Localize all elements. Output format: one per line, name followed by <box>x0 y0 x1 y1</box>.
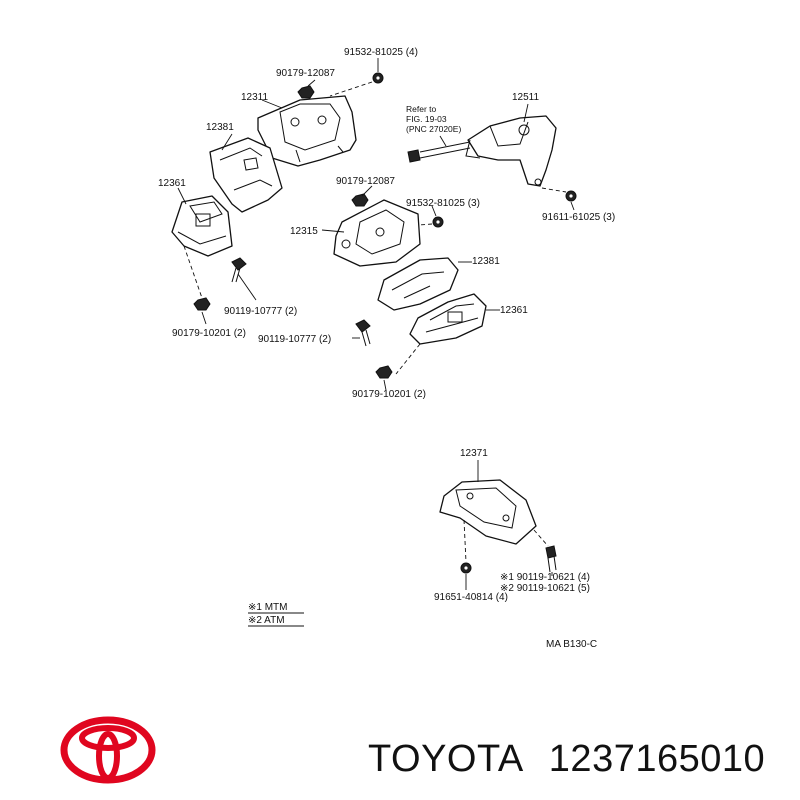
toyota-logo-icon <box>60 716 156 784</box>
refer-line-3: (PNC 27020E) <box>406 124 461 134</box>
label-90119-10777-mid: 90119-10777 (2) <box>258 334 331 345</box>
label-12371: 12371 <box>460 448 488 459</box>
nut-90179-10201-mid[interactable] <box>375 365 393 379</box>
label-12361-right: 12361 <box>500 305 528 316</box>
legend-mtm: ※1 MTM <box>248 602 288 613</box>
bolt-90119-10621[interactable] <box>545 545 557 573</box>
product-footer: TOYOTA 1237165010 <box>0 700 800 800</box>
refer-line-1: Refer to <box>406 104 437 114</box>
label-91651-40814: 91651-40814 (4) <box>434 592 508 603</box>
part-12361-left-mount[interactable] <box>171 195 233 257</box>
refer-line-2: FIG. 19-03 <box>406 114 447 124</box>
label-90119-10621-atm: ※2 90119-10621 (5) <box>500 583 590 594</box>
part-12315-bracket[interactable] <box>333 199 421 267</box>
exploded-parts-diagram: 90179-12087 91532-81025 (4) 12311 12381 … <box>158 47 615 650</box>
label-90179-10201-left: 90179-10201 (2) <box>172 328 246 339</box>
part-12511-rear-mount[interactable] <box>465 115 557 187</box>
label-90179-12087-mid: 90179-12087 <box>336 176 395 187</box>
part-12361-right-mount[interactable] <box>409 293 487 345</box>
part-number: 1237165010 <box>548 738 766 780</box>
drawing-code: MA B130-C <box>546 639 597 650</box>
washer-91651[interactable] <box>460 562 472 574</box>
label-12511: 12511 <box>512 92 540 103</box>
label-12381-right: 12381 <box>472 256 500 267</box>
washer-91532-mid[interactable] <box>432 216 444 228</box>
legend-atm: ※2 ATM <box>248 615 285 626</box>
part-12381-right-cushion[interactable] <box>377 257 459 311</box>
label-91532-81025-top: 91532-81025 (4) <box>344 47 418 58</box>
brand-part-number: TOYOTA 1237165010 <box>368 738 765 781</box>
label-91532-81025-mid: 91532-81025 (3) <box>406 198 480 209</box>
label-12361-left: 12361 <box>158 178 186 189</box>
part-12381-left-cushion[interactable] <box>209 137 283 213</box>
bolt-90119-10777-left[interactable] <box>231 257 247 283</box>
brand-name: TOYOTA <box>368 738 524 780</box>
nut-90179-12087-mid[interactable] <box>351 193 369 207</box>
bolt-90119-10777-mid[interactable] <box>355 319 371 347</box>
washer-91532-top[interactable] <box>372 72 384 84</box>
nut-90179-12087-top[interactable] <box>297 85 315 99</box>
label-91611-61025: 91611-61025 (3) <box>542 212 615 223</box>
label-90119-10777-left: 90119-10777 (2) <box>224 306 297 317</box>
label-12315: 12315 <box>290 226 318 237</box>
label-90179-10201-mid: 90179-10201 (2) <box>352 389 426 400</box>
label-12381-left: 12381 <box>206 122 234 133</box>
washer-91611[interactable] <box>565 190 577 202</box>
label-90179-12087-top: 90179-12087 <box>276 68 335 79</box>
part-12371-crossmember[interactable] <box>439 479 537 545</box>
nut-90179-10201-left[interactable] <box>193 297 211 311</box>
label-12311: 12311 <box>241 92 269 103</box>
label-90119-10621-mtm: ※1 90119-10621 (4) <box>500 572 590 583</box>
long-bolt-to-12511[interactable] <box>407 141 471 163</box>
